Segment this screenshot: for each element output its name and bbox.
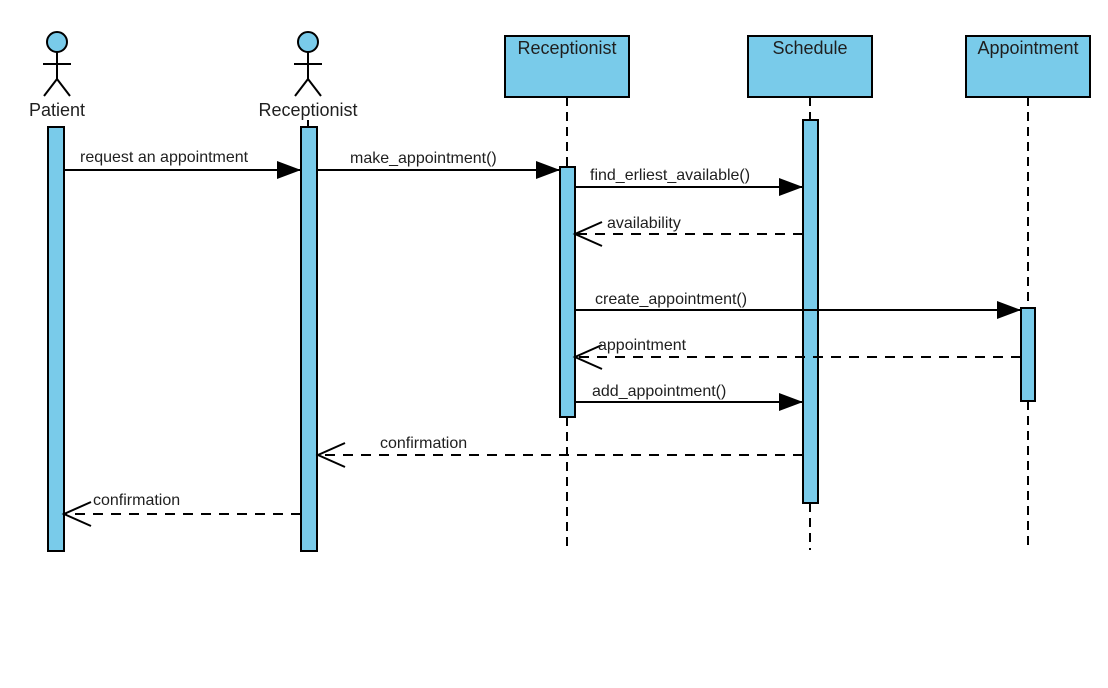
object-schedule: Schedule: [747, 35, 873, 98]
object-label-schedule: Schedule: [772, 38, 847, 58]
activation-schedule: [802, 119, 819, 504]
message-appointment-return: appointment: [572, 337, 1021, 370]
object-label-appointment: Appointment: [977, 38, 1078, 58]
object-label-receptionist: Receptionist: [517, 38, 616, 58]
message-label: availability: [607, 215, 681, 232]
arrowhead-open-icon: [61, 501, 92, 527]
actor-patient: Patient: [29, 31, 85, 120]
actor-leg-left-icon: [43, 78, 58, 97]
activation-receptionist-actor: [300, 126, 318, 552]
message-find-erliest-available: find_erliest_available(): [575, 167, 803, 196]
actor-leg-right-icon: [307, 78, 322, 97]
activation-receptionist-object: [559, 166, 576, 418]
object-receptionist: Receptionist: [504, 35, 630, 98]
message-label: confirmation: [380, 435, 467, 452]
actor-leg-left-icon: [294, 78, 309, 97]
object-box-schedule: [747, 35, 873, 98]
arrowhead-open-icon: [315, 442, 346, 468]
message-label: confirmation: [93, 492, 180, 509]
object-box-appointment: [965, 35, 1091, 98]
arrowhead-filled-icon: [779, 393, 803, 411]
message-availability-return: availability: [572, 215, 803, 247]
actor-receptionist: Receptionist: [258, 31, 358, 120]
message-add-appointment: add_appointment(): [575, 383, 803, 411]
arrowhead-filled-icon: [779, 178, 803, 196]
message-request-an-appointment: request an appointment: [64, 149, 301, 179]
message-label: appointment: [598, 337, 687, 354]
arrowhead-filled-icon: [997, 301, 1021, 319]
message-create-appointment: create_appointment(): [575, 291, 1021, 319]
actor-head-icon: [297, 31, 319, 53]
arrowhead-open-icon: [572, 344, 603, 370]
activation-patient: [47, 126, 65, 552]
message-label: make_appointment(): [350, 150, 497, 167]
actor-label-receptionist: Receptionist: [258, 100, 357, 120]
object-appointment: Appointment: [965, 35, 1091, 98]
message-label: add_appointment(): [592, 383, 726, 400]
actor-leg-right-icon: [56, 78, 71, 97]
message-label: request an appointment: [80, 149, 249, 166]
message-make-appointment: make_appointment(): [317, 150, 560, 179]
actor-head-icon: [46, 31, 68, 53]
activation-appointment: [1020, 307, 1036, 402]
actor-label-patient: Patient: [29, 100, 85, 120]
message-label: create_appointment(): [595, 291, 747, 308]
message-confirmation-to-patient: confirmation: [61, 492, 301, 527]
arrowhead-open-icon: [572, 221, 603, 247]
object-box-receptionist: [504, 35, 630, 98]
arrowhead-filled-icon: [536, 161, 560, 179]
message-label: find_erliest_available(): [590, 167, 750, 184]
arrowhead-filled-icon: [277, 161, 301, 179]
message-confirmation-to-receptionist: confirmation: [315, 435, 803, 468]
